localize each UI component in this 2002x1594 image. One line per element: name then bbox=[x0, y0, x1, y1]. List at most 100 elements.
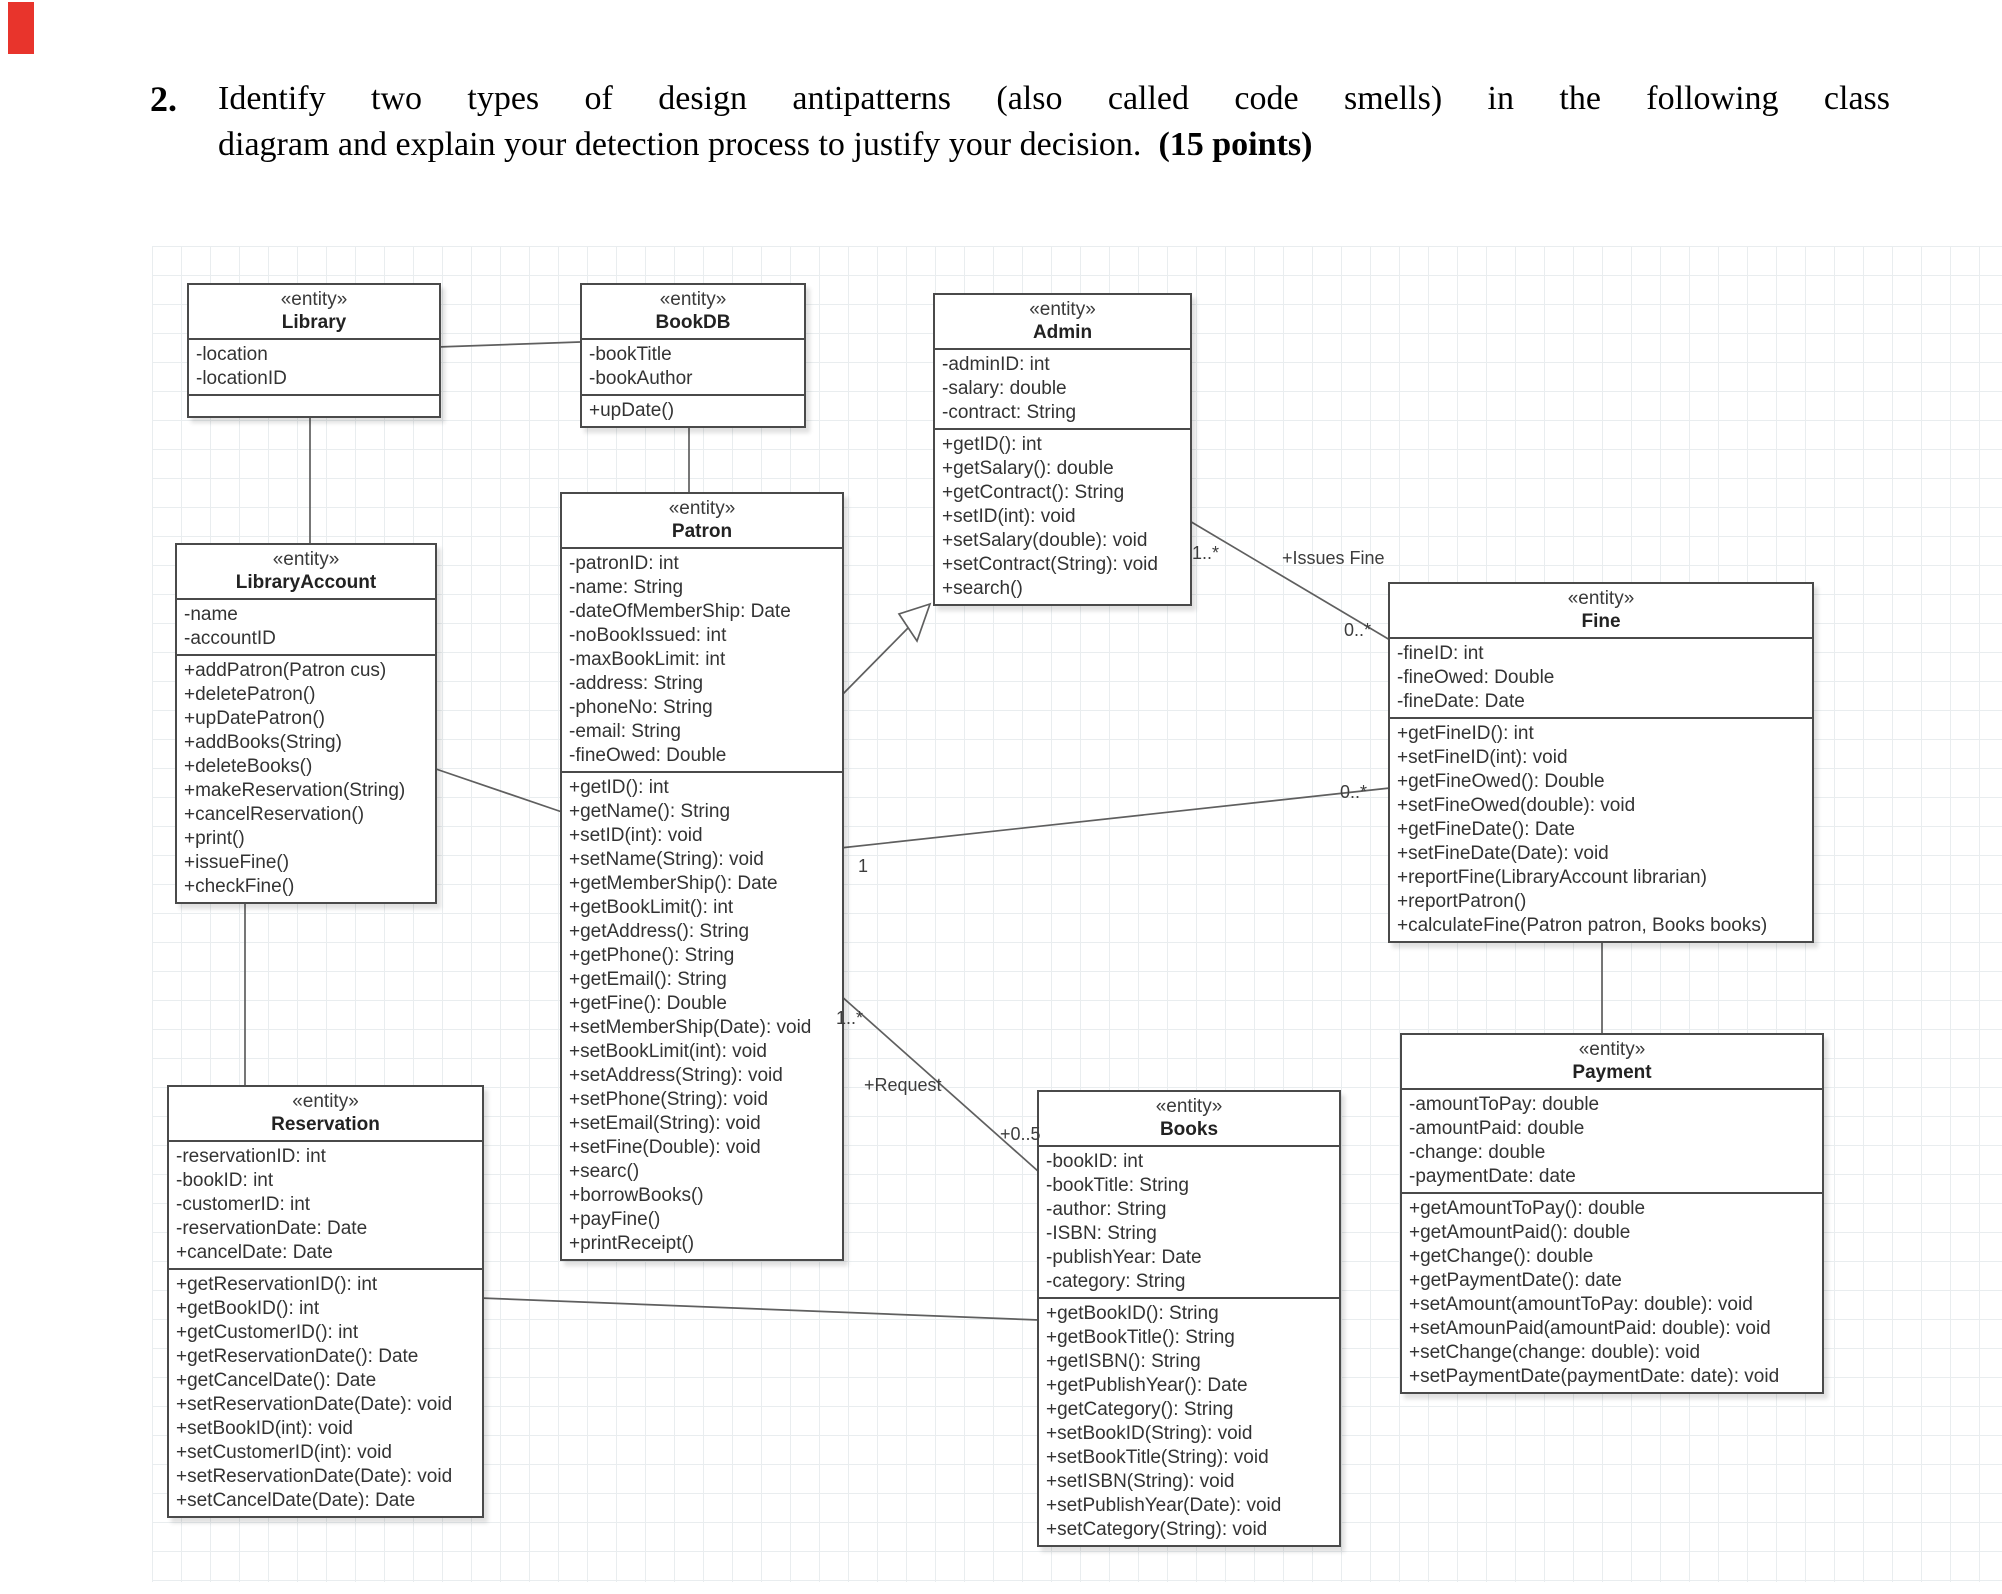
member: +getName(): String bbox=[569, 801, 731, 822]
class-books-attributes: -bookID: int-bookTitle: String-author: S… bbox=[1039, 1147, 1339, 1299]
member: +addPatron(Patron cus) bbox=[184, 660, 387, 681]
member: +getAmountPaid(): double bbox=[1409, 1222, 1631, 1243]
class-reservation-attributes: -reservationID: int-bookID: int-customer… bbox=[169, 1142, 482, 1270]
member: +setCancelDate(Date): Date bbox=[176, 1490, 416, 1511]
class-payment-stereotype: «entity» bbox=[1578, 1039, 1646, 1060]
member: -adminID: int bbox=[942, 354, 1050, 375]
member: +deletePatron() bbox=[184, 684, 316, 705]
member: +issueFine() bbox=[184, 852, 290, 873]
member: +setBookLimit(int): void bbox=[569, 1041, 767, 1062]
member: +getEmail(): String bbox=[569, 969, 727, 990]
class-library-attributes: -location-locationID bbox=[189, 340, 439, 396]
member: -ISBN: String bbox=[1046, 1223, 1157, 1244]
member: -bookTitle bbox=[589, 344, 672, 365]
member: -email: String bbox=[569, 721, 681, 742]
member: +deleteBooks() bbox=[184, 756, 313, 777]
member: +setPaymentDate(paymentDate: date): void bbox=[1409, 1366, 1780, 1387]
class-books-name: Books bbox=[1159, 1119, 1219, 1140]
class-payment-title: «entity» Payment bbox=[1402, 1035, 1822, 1090]
member: -customerID: int bbox=[176, 1194, 311, 1215]
member: +getFine(): Double bbox=[569, 993, 727, 1014]
member: +print() bbox=[184, 828, 245, 849]
member: +setBookTitle(String): void bbox=[1046, 1447, 1269, 1468]
member: +reportFine(LibraryAccount librarian) bbox=[1397, 867, 1707, 888]
class-patron: «entity» Patron -patronID: int-name: Str… bbox=[560, 492, 844, 1261]
member: -author: String bbox=[1046, 1199, 1167, 1220]
member: +getBookLimit(): int bbox=[569, 897, 734, 918]
member: +setFineID(int): void bbox=[1397, 747, 1568, 768]
class-admin-attributes: -adminID: int-salary: double-contract: S… bbox=[935, 350, 1190, 430]
member: +setSalary(double): void bbox=[942, 530, 1148, 551]
question-line-1: Identify two types of design antipattern… bbox=[218, 80, 1890, 117]
member: +getMemberShip(): Date bbox=[569, 873, 778, 894]
member: +getCustomerID(): int bbox=[176, 1322, 359, 1343]
member: +setReservationDate(Date): void bbox=[176, 1394, 453, 1415]
class-fine-stereotype: «entity» bbox=[1567, 588, 1635, 609]
class-patron-operations: +getID(): int+getName(): String+setID(in… bbox=[562, 773, 842, 1259]
member: +getReservationID(): int bbox=[176, 1274, 378, 1295]
member: -publishYear: Date bbox=[1046, 1247, 1202, 1268]
member: +getFineOwed(): Double bbox=[1397, 771, 1605, 792]
member: +setFineDate(Date): void bbox=[1397, 843, 1609, 864]
class-fine: «entity» Fine -fineID: int-fineOwed: Dou… bbox=[1388, 582, 1814, 943]
class-bookdb-attributes: -bookTitle -bookAuthor bbox=[582, 340, 804, 396]
member: -salary: double bbox=[942, 378, 1067, 399]
member: +getContract(): String bbox=[942, 482, 1125, 503]
class-reservation-title: «entity» Reservation bbox=[169, 1087, 482, 1142]
member: +setISBN(String): void bbox=[1046, 1471, 1235, 1492]
member: +borrowBooks() bbox=[569, 1185, 704, 1206]
member: +setBookID(String): void bbox=[1046, 1423, 1253, 1444]
class-library-title: «entity» Library bbox=[189, 285, 439, 340]
member: +getID(): int bbox=[569, 777, 669, 798]
member: -dateOfMemberShip: Date bbox=[569, 601, 791, 622]
member: +setFine(Double): void bbox=[569, 1137, 761, 1158]
class-fine-name: Fine bbox=[1581, 611, 1621, 632]
member: +getFineDate(): Date bbox=[1397, 819, 1575, 840]
class-library-stereotype: «entity» bbox=[280, 289, 348, 310]
class-fine-operations: +getFineID(): int+setFineID(int): void+g… bbox=[1390, 719, 1812, 941]
member: +makeReservation(String) bbox=[184, 780, 406, 801]
class-books-title: «entity» Books bbox=[1039, 1092, 1339, 1147]
member: +upDatePatron() bbox=[184, 708, 325, 729]
member: -locationID bbox=[196, 368, 287, 389]
member: -change: double bbox=[1409, 1142, 1546, 1163]
class-reservation: «entity» Reservation -reservationID: int… bbox=[167, 1085, 484, 1518]
class-bookdb-title: «entity» BookDB bbox=[582, 285, 804, 340]
multiplicity-patron-books-target: +0..5 bbox=[1000, 1124, 1041, 1144]
class-libraryaccount-attributes: -name-accountID bbox=[177, 600, 435, 656]
class-patron-name: Patron bbox=[671, 521, 733, 542]
member: +getPhone(): String bbox=[569, 945, 735, 966]
class-patron-attributes: -patronID: int-name: String-dateOfMember… bbox=[562, 549, 842, 773]
class-library-name: Library bbox=[281, 312, 347, 333]
class-libraryaccount-name: LibraryAccount bbox=[235, 572, 377, 593]
member: -phoneNo: String bbox=[569, 697, 713, 718]
multiplicity-admin-fine-source: 1..* bbox=[1192, 543, 1220, 563]
member: -patronID: int bbox=[569, 553, 679, 574]
member: -bookID: int bbox=[176, 1170, 274, 1191]
member: -paymentDate: date bbox=[1409, 1166, 1576, 1187]
multiplicity-patron-books-source: 1..* bbox=[836, 1008, 864, 1028]
member: +getPaymentDate(): date bbox=[1409, 1270, 1622, 1291]
class-library-operations bbox=[189, 396, 439, 416]
member: -bookTitle: String bbox=[1046, 1175, 1189, 1196]
class-reservation-stereotype: «entity» bbox=[292, 1091, 359, 1112]
member: -noBookIssued: int bbox=[569, 625, 727, 646]
member: +search() bbox=[942, 578, 1023, 599]
member: -bookAuthor bbox=[589, 368, 693, 389]
member: +setMemberShip(Date): void bbox=[569, 1017, 812, 1038]
class-admin-stereotype: «entity» bbox=[1029, 299, 1096, 320]
class-admin-title: «entity» Admin bbox=[935, 295, 1190, 350]
question-heading: 2. Identify two types of design antipatt… bbox=[150, 76, 1890, 168]
association-label-request: +Request bbox=[864, 1075, 942, 1095]
question-line-2-text: diagram and explain your detection proce… bbox=[218, 126, 1142, 163]
question-text: Identify two types of design antipattern… bbox=[218, 76, 1890, 168]
class-patron-stereotype: «entity» bbox=[668, 498, 736, 519]
member: +getPublishYear(): Date bbox=[1046, 1375, 1248, 1396]
class-reservation-name: Reservation bbox=[271, 1114, 380, 1135]
class-libraryaccount-stereotype: «entity» bbox=[272, 549, 340, 570]
class-payment-attributes: -amountToPay: double-amountPaid: double-… bbox=[1402, 1090, 1822, 1194]
member: +setReservationDate(Date): void bbox=[176, 1466, 453, 1487]
question-line-2: diagram and explain your detection proce… bbox=[218, 122, 1890, 168]
member: +getBookTitle(): String bbox=[1046, 1327, 1235, 1348]
